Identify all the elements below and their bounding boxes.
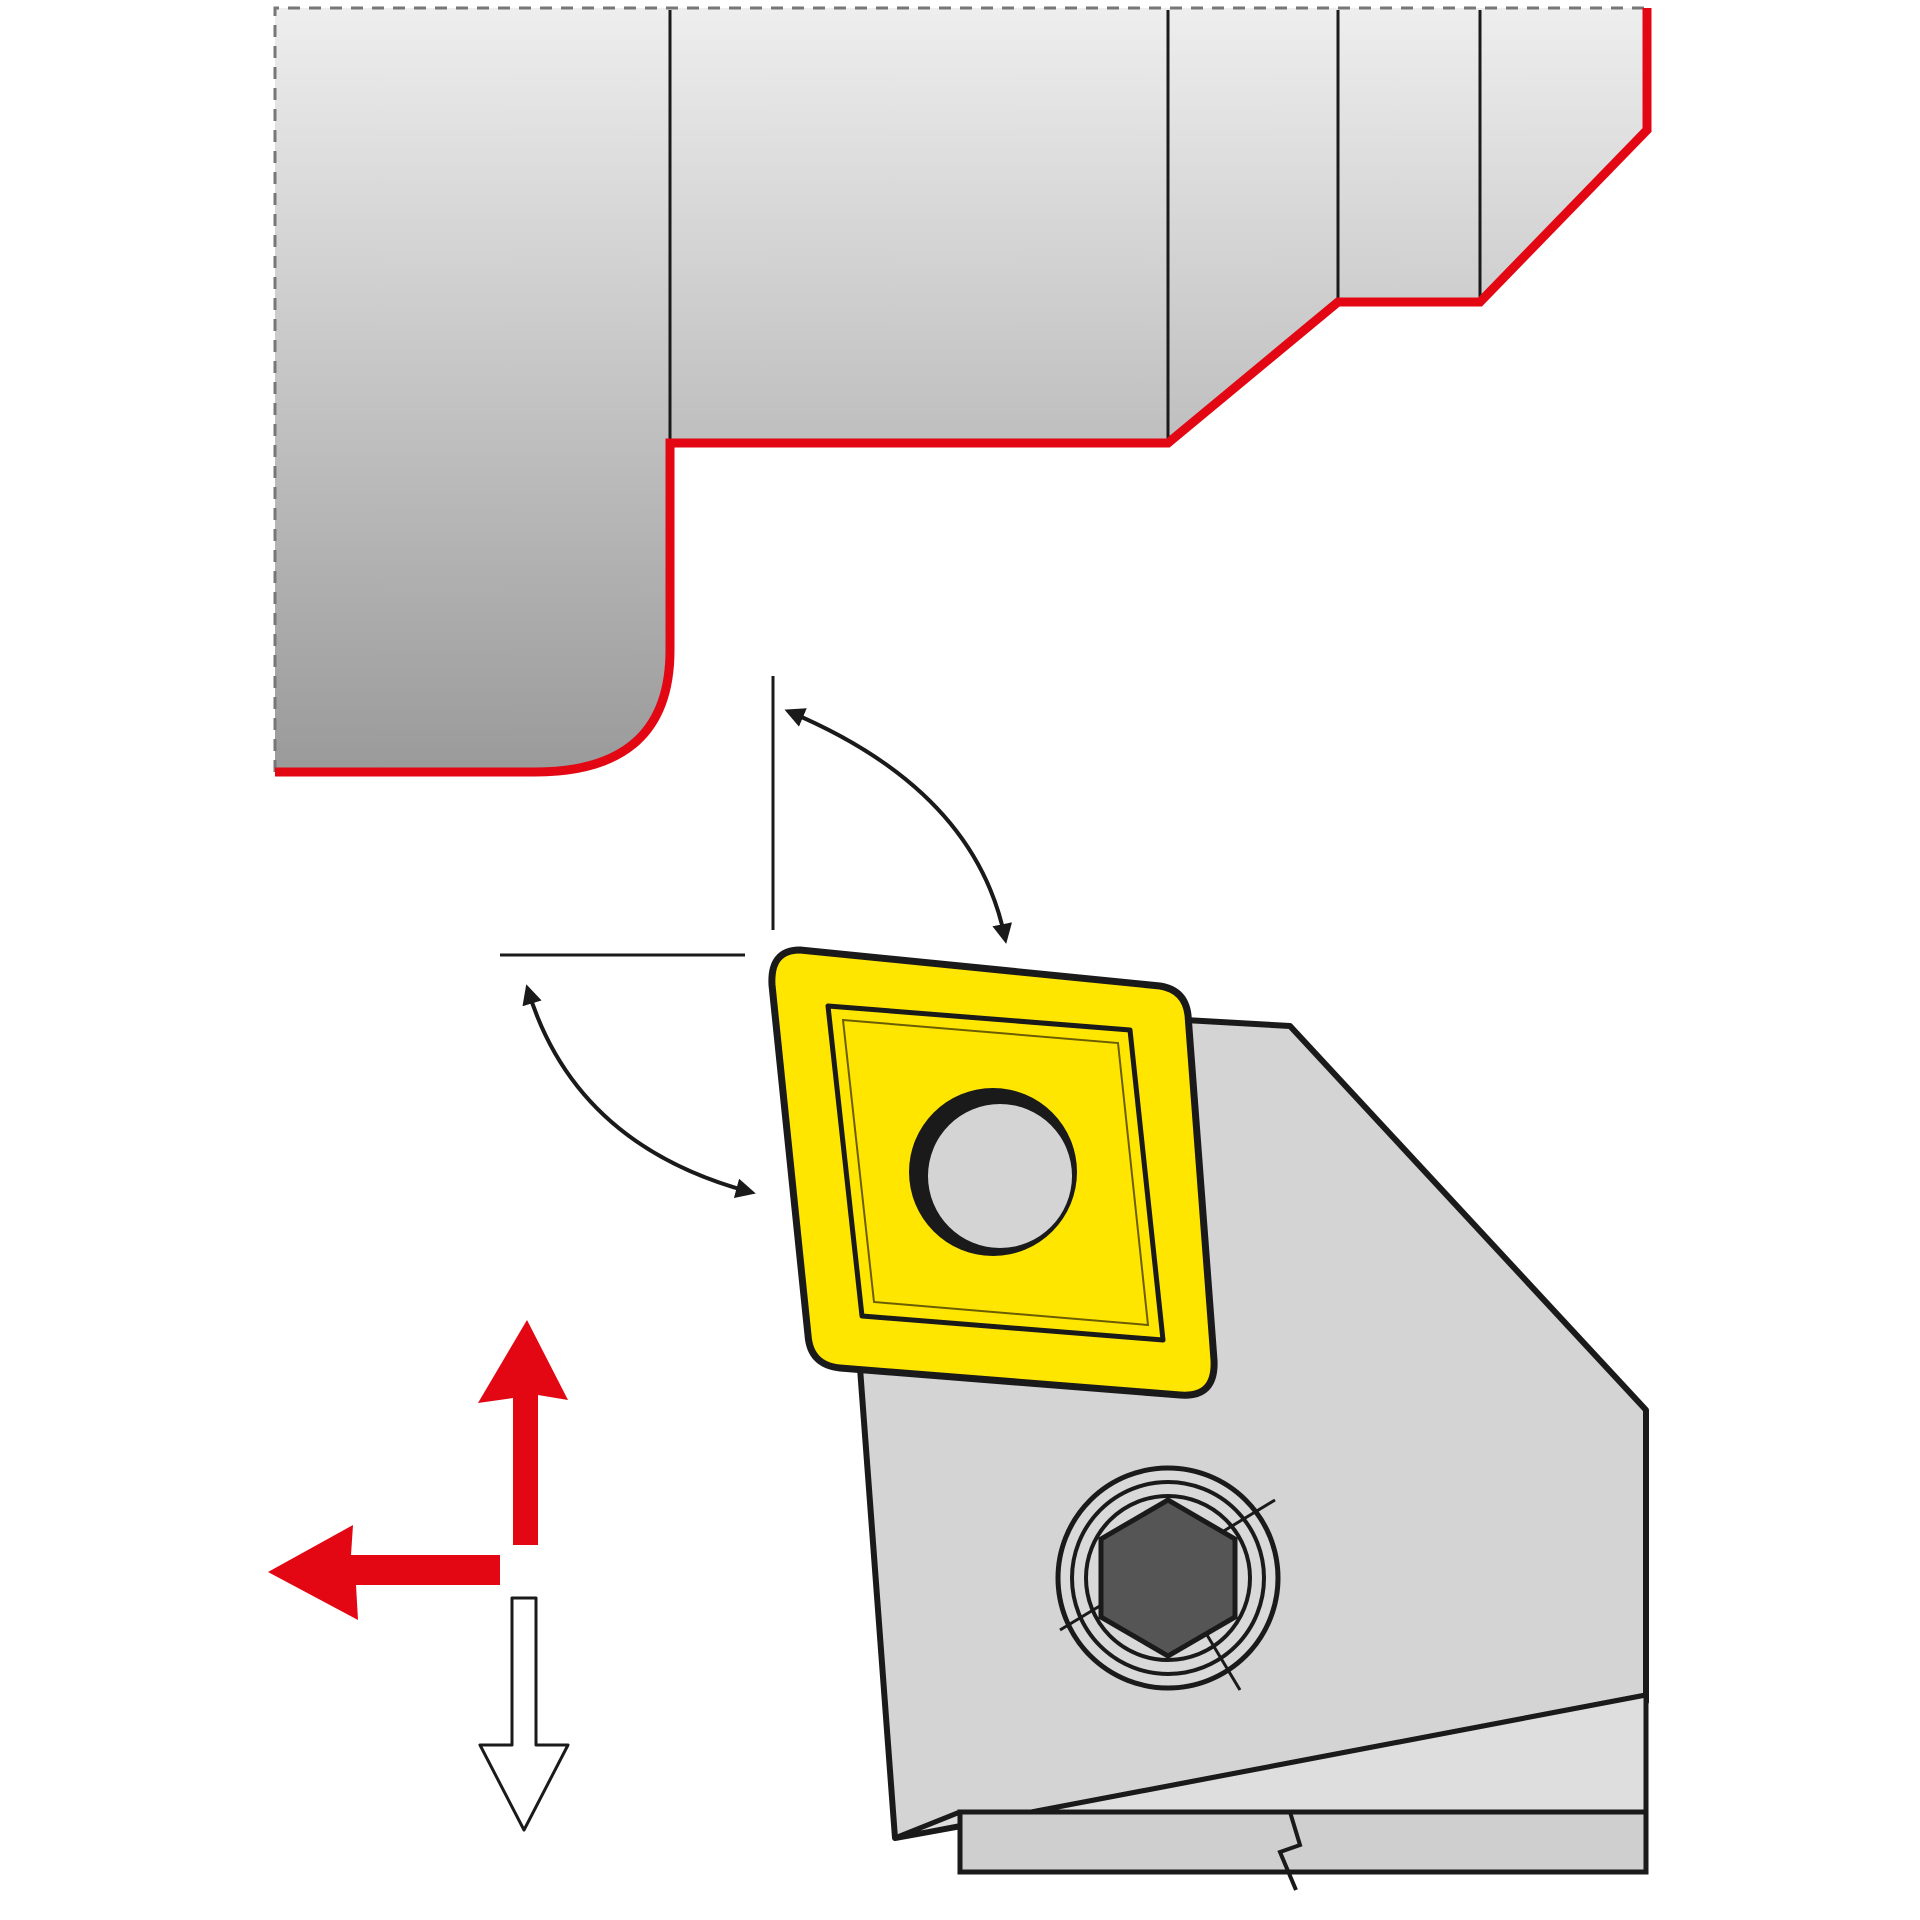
holder-shank-bottom: [957, 1809, 1649, 1875]
workpiece: [273, 6, 1652, 777]
screw-ring-middle: [1070, 1480, 1266, 1676]
cutting-insert: [768, 946, 1218, 1399]
insert-clamp-hole-inner: [928, 1104, 1072, 1248]
machined-contour: [275, 8, 1652, 777]
shank-break-mark: [1277, 1811, 1303, 1891]
tool-holder: [857, 1017, 1649, 1891]
screw-ring-inner: [1084, 1494, 1252, 1662]
screw-hex-socket: [1098, 1497, 1238, 1659]
arrow-down-outline-icon: [478, 1596, 570, 1832]
lead-angle-arrow: [522, 984, 756, 1199]
arrow-up-icon: [478, 1320, 568, 1545]
workpiece-body: [275, 8, 1647, 772]
arrow-left-icon: [268, 1525, 500, 1620]
insert-chipbreaker: [825, 1003, 1166, 1343]
angle-annotations: [500, 676, 1013, 1199]
entering-angle-arrow: [784, 708, 1013, 944]
insert-chipbreaker-inner: [841, 1018, 1150, 1327]
workpiece-stock-outline: [273, 6, 1647, 772]
clamp-screw: [1055, 1465, 1281, 1691]
workpiece-step-lines: [668, 10, 1482, 443]
feed-direction-arrows: [268, 1320, 570, 1832]
